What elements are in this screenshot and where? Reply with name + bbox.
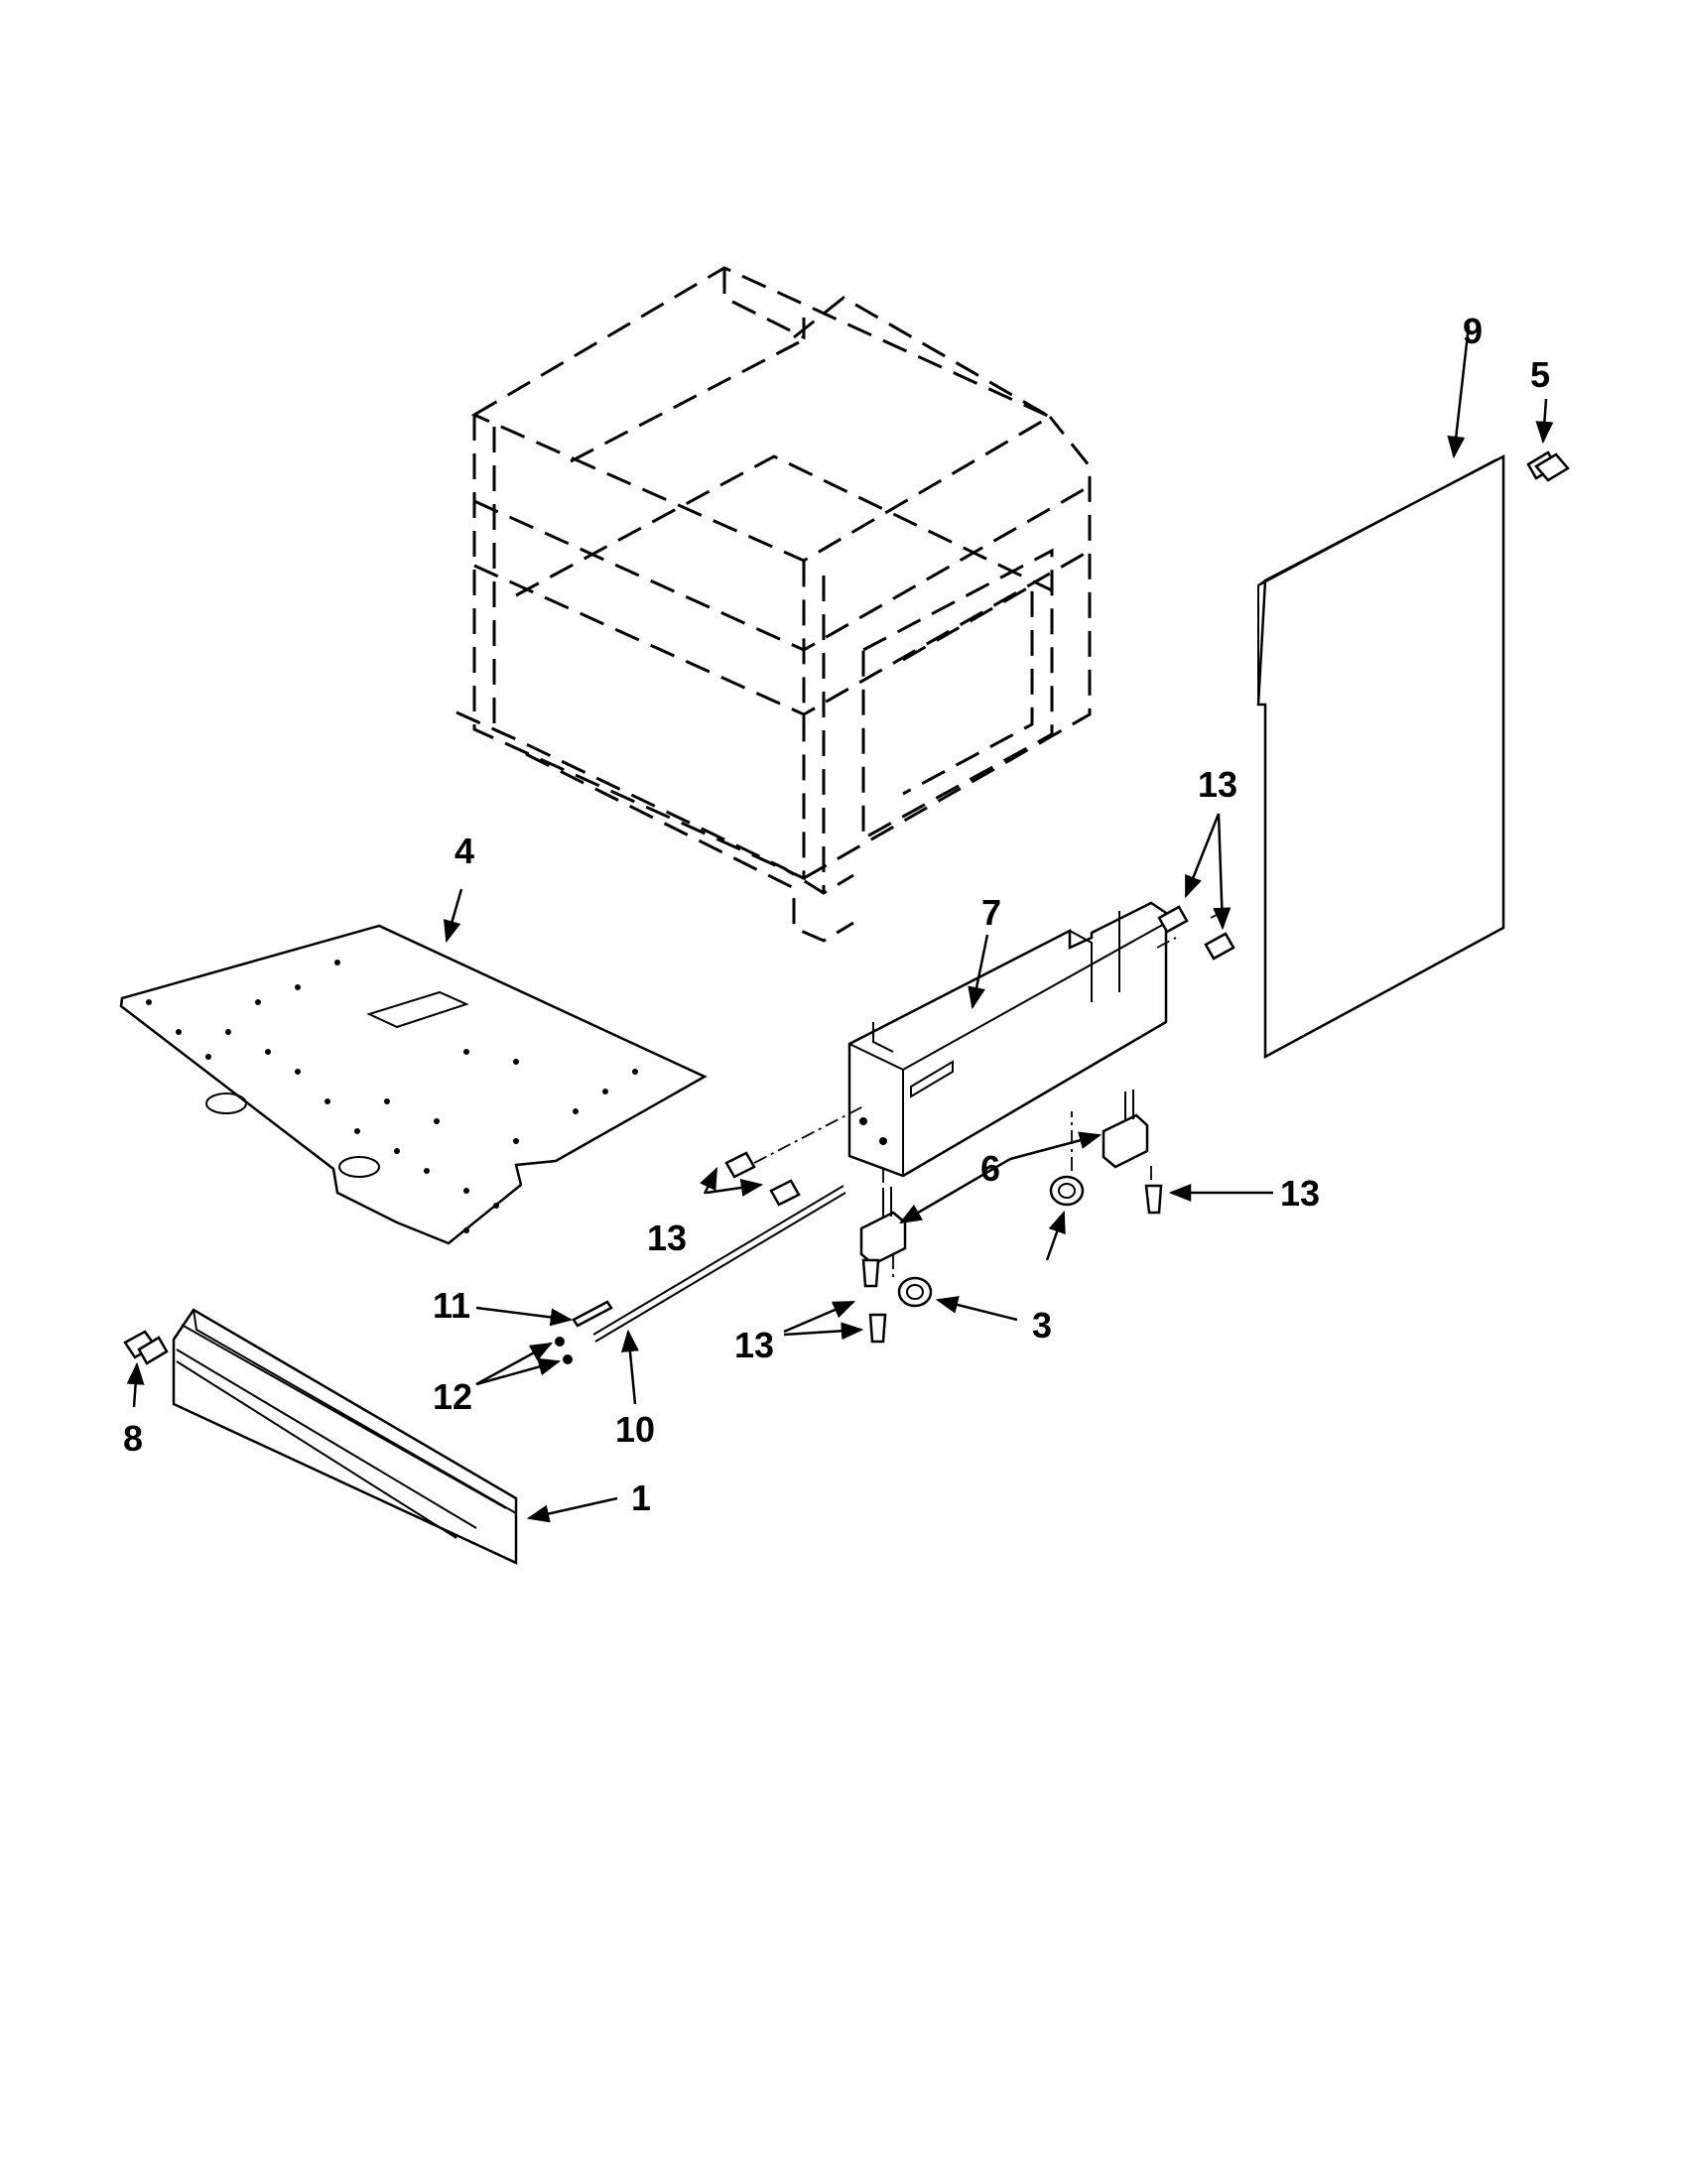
callout-6: 6 xyxy=(980,1148,1000,1189)
phantom-oven-cabinet xyxy=(455,266,1092,943)
callout-13-right: 13 xyxy=(1280,1173,1320,1214)
callout-5: 5 xyxy=(1530,354,1550,395)
pin-part-12 xyxy=(555,1337,573,1364)
leader-lines xyxy=(126,324,1554,1523)
screw-part-13-set xyxy=(724,905,1235,1344)
rod-part-10 xyxy=(592,1185,846,1343)
sensor-part-6-right xyxy=(1102,1090,1149,1169)
screw-part-5 xyxy=(1526,450,1570,482)
callout-labels: 4 9 5 13 7 6 13 13 11 3 13 12 10 8 1 xyxy=(123,311,1550,1518)
callout-11: 11 xyxy=(433,1285,470,1326)
callout-1: 1 xyxy=(631,1477,651,1518)
toe-kick-part-1 xyxy=(172,1308,518,1565)
callout-12: 12 xyxy=(433,1376,472,1417)
callout-3: 3 xyxy=(1032,1305,1052,1346)
callout-4: 4 xyxy=(454,831,474,871)
callout-13-top: 13 xyxy=(1198,764,1237,805)
callout-8: 8 xyxy=(123,1418,143,1459)
callout-13-left: 13 xyxy=(647,1218,687,1258)
callout-13-bottom: 13 xyxy=(734,1325,774,1365)
panel-holes xyxy=(146,960,638,1233)
thermostat-part-3-right xyxy=(1049,1175,1085,1207)
thermostat-part-3-left xyxy=(897,1276,933,1308)
callout-10: 10 xyxy=(615,1409,655,1450)
sensor-part-6-left xyxy=(859,1187,907,1266)
screw-part-8 xyxy=(123,1330,169,1365)
pin-part-11 xyxy=(572,1300,613,1328)
callout-7: 7 xyxy=(981,892,1001,933)
callout-9: 9 xyxy=(1463,311,1483,351)
side-panel xyxy=(1256,453,1505,1060)
bottom-panel xyxy=(119,924,708,1245)
bracket-box xyxy=(847,901,1168,1178)
